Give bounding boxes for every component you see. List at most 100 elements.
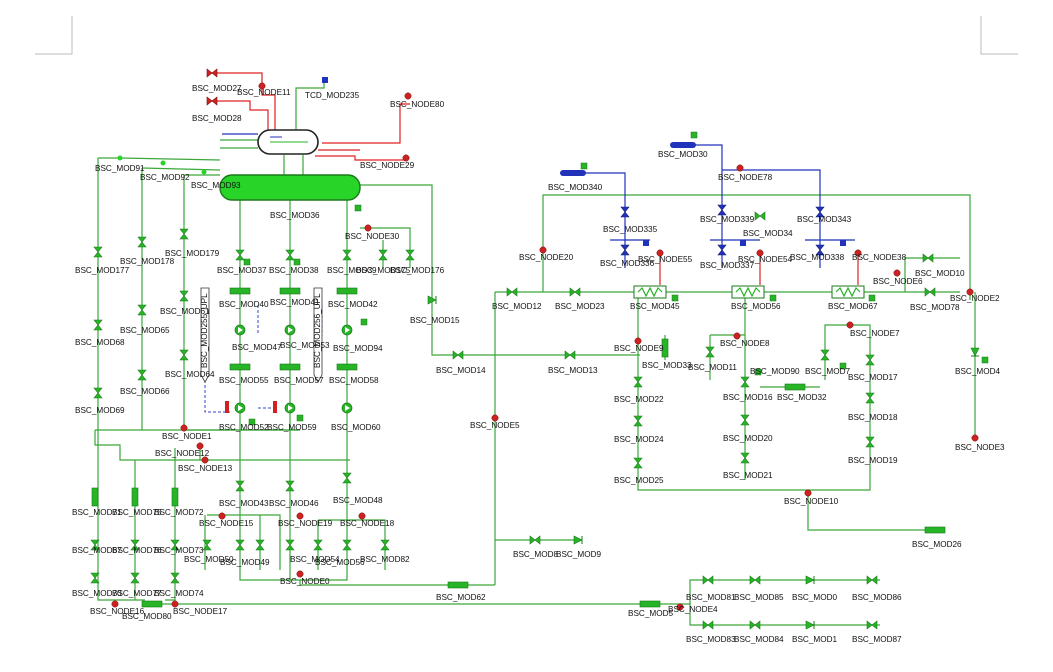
- node-icon[interactable]: [404, 92, 412, 100]
- valve-icon[interactable]: [620, 244, 630, 256]
- pump-icon[interactable]: [341, 402, 353, 414]
- valve-icon[interactable]: [865, 392, 875, 404]
- valve-icon[interactable]: [313, 539, 323, 551]
- node-icon[interactable]: [893, 269, 901, 277]
- pump-icon[interactable]: [284, 402, 296, 414]
- valve-icon[interactable]: [564, 350, 576, 360]
- valve-icon[interactable]: [506, 287, 518, 297]
- valve-icon[interactable]: [922, 253, 934, 263]
- valve-icon[interactable]: [342, 539, 352, 551]
- valve-icon[interactable]: [924, 287, 936, 297]
- label: BSC_MOD36: [270, 211, 320, 220]
- valve-icon[interactable]: [342, 249, 352, 261]
- valve-icon[interactable]: [255, 539, 265, 551]
- pump-icon[interactable]: [234, 324, 246, 336]
- pump-icon[interactable]: [284, 324, 296, 336]
- label: BSC_MOD28: [192, 114, 242, 123]
- valve-icon[interactable]: [206, 96, 218, 106]
- valve-icon[interactable]: [93, 387, 103, 399]
- valve-icon[interactable]: [285, 539, 295, 551]
- valve-icon[interactable]: [235, 249, 245, 261]
- label: BSC_NODE38: [852, 253, 907, 262]
- valve-icon[interactable]: [179, 290, 189, 302]
- node-icon[interactable]: [364, 224, 372, 232]
- valve-icon[interactable]: [633, 415, 643, 427]
- node-icon[interactable]: [804, 489, 812, 497]
- valve-icon[interactable]: [620, 206, 630, 218]
- valve-icon[interactable]: [137, 304, 147, 316]
- valve-icon[interactable]: [529, 535, 541, 545]
- label: BSC_NODE2: [950, 294, 1000, 303]
- valve-icon[interactable]: [170, 572, 180, 584]
- valve-icon[interactable]: [633, 457, 643, 469]
- pipe-segment-icon: [141, 600, 163, 608]
- valve-icon[interactable]: [235, 539, 245, 551]
- label: BSC_MOD32: [777, 393, 827, 402]
- valve-icon[interactable]: [702, 620, 714, 630]
- label: BSC_MOD338: [790, 253, 845, 262]
- valve-icon[interactable]: [235, 480, 245, 492]
- valve-icon[interactable]: [865, 354, 875, 366]
- valve-icon[interactable]: [865, 436, 875, 448]
- valve-icon[interactable]: [179, 349, 189, 361]
- valve-icon[interactable]: [754, 211, 766, 221]
- label: BSC_MOD34: [743, 229, 793, 238]
- label: BSC_MOD78: [910, 303, 960, 312]
- label: BSC_MOD18: [848, 413, 898, 422]
- valve-icon[interactable]: [405, 249, 415, 261]
- valve-icon[interactable]: [740, 376, 750, 388]
- label: BSC_NODE11: [237, 88, 291, 97]
- check-valve-icon[interactable]: [805, 620, 815, 630]
- valve-icon[interactable]: [866, 575, 878, 585]
- node-icon[interactable]: [180, 424, 188, 432]
- valve-icon[interactable]: [740, 452, 750, 464]
- pipe-segment-icon: [131, 487, 139, 507]
- heat-exchanger-icon[interactable]: [731, 285, 765, 299]
- check-valve-icon[interactable]: [573, 535, 583, 545]
- label: BSC_NODE0: [280, 577, 330, 586]
- label: BSC_MOD0: [792, 593, 837, 602]
- valve-icon[interactable]: [130, 572, 140, 584]
- heat-exchanger-icon[interactable]: [831, 285, 865, 299]
- valve-icon[interactable]: [740, 414, 750, 426]
- valve-icon[interactable]: [206, 68, 218, 78]
- node-icon[interactable]: [971, 434, 979, 442]
- valve-icon[interactable]: [137, 236, 147, 248]
- valve-icon[interactable]: [137, 369, 147, 381]
- valve-icon[interactable]: [717, 244, 727, 256]
- valve-icon[interactable]: [705, 346, 715, 358]
- valve-icon[interactable]: [749, 620, 761, 630]
- valve-icon[interactable]: [93, 246, 103, 258]
- label: BSC_MOD73: [154, 546, 204, 555]
- valve-icon[interactable]: [93, 319, 103, 331]
- valve-icon[interactable]: [569, 287, 581, 297]
- label: BSC_NODE4: [668, 605, 718, 614]
- node-icon[interactable]: [846, 321, 854, 329]
- valve-icon[interactable]: [378, 249, 388, 261]
- valve-icon[interactable]: [702, 575, 714, 585]
- components: [90, 68, 989, 630]
- label: BSC_MOD93: [191, 181, 241, 190]
- pump-icon[interactable]: [234, 402, 246, 414]
- valve-icon[interactable]: [380, 539, 390, 551]
- valve-icon[interactable]: [285, 249, 295, 261]
- check-valve-icon[interactable]: [970, 347, 980, 357]
- valve-icon[interactable]: [820, 349, 830, 361]
- label: BSC_MOD4: [955, 367, 1000, 376]
- valve-icon[interactable]: [717, 204, 727, 216]
- check-valve-icon[interactable]: [805, 575, 815, 585]
- label: BSC_MOD76: [112, 546, 162, 555]
- valve-icon[interactable]: [202, 539, 212, 551]
- heat-exchanger-icon[interactable]: [633, 285, 667, 299]
- valve-icon[interactable]: [452, 350, 464, 360]
- valve-icon[interactable]: [866, 620, 878, 630]
- valve-icon[interactable]: [285, 480, 295, 492]
- pump-icon[interactable]: [341, 324, 353, 336]
- node-icon[interactable]: [736, 164, 744, 172]
- valve-icon[interactable]: [342, 472, 352, 484]
- valve-icon[interactable]: [633, 376, 643, 388]
- valve-icon[interactable]: [749, 575, 761, 585]
- label: BSC_MOD50: [184, 555, 234, 564]
- label: BSC_MOD9: [556, 550, 601, 559]
- valve-icon[interactable]: [179, 228, 189, 240]
